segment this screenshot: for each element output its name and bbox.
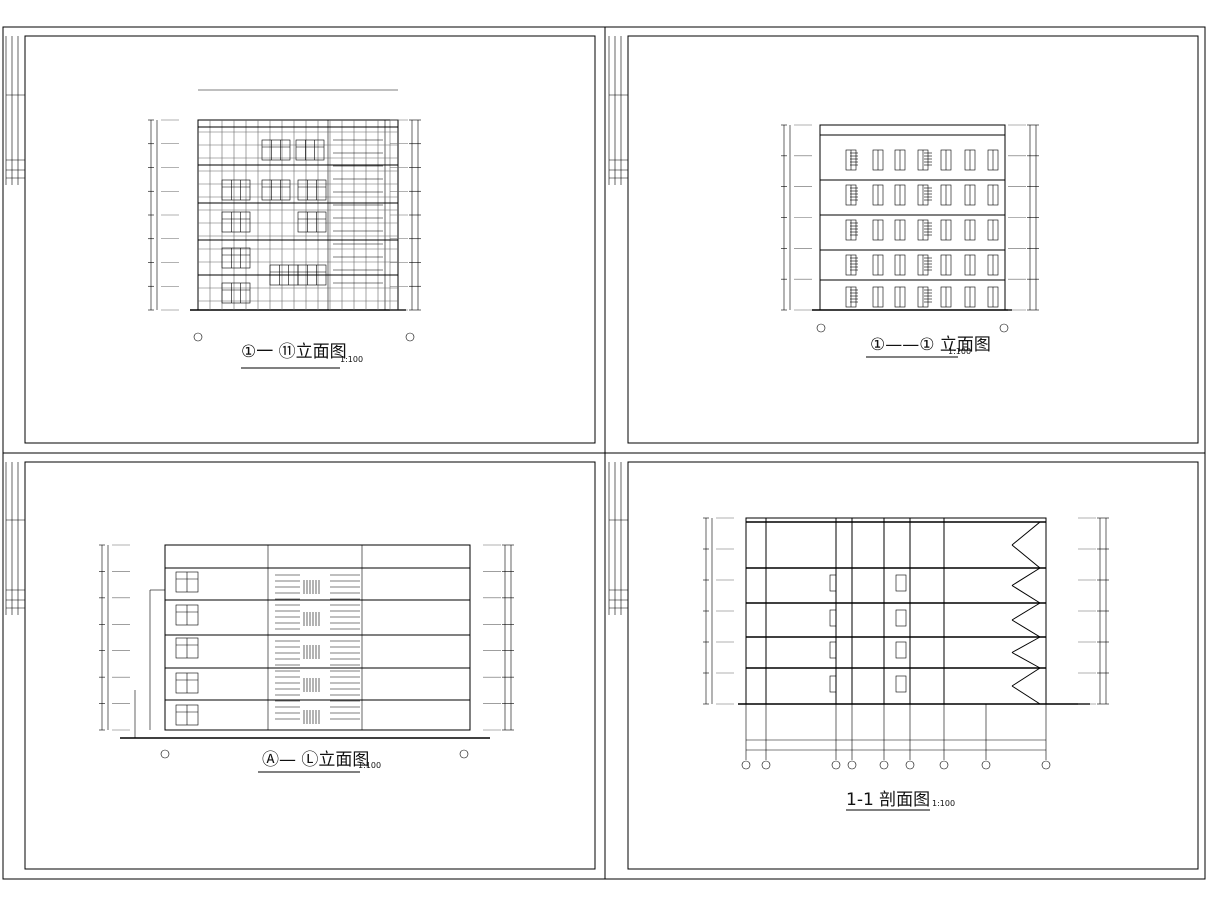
panel-front-elevation: ①一 ⑪立面图 1:100: [5, 35, 596, 444]
stair-flight: [1011, 544, 1041, 569]
door-opening: [829, 609, 837, 627]
window: [297, 179, 327, 201]
floor-lines: [134, 567, 470, 738]
sheet-scale: 1:100: [932, 799, 955, 808]
door-opening: [895, 641, 907, 659]
door-opening: [829, 574, 837, 592]
axis-bubble: [905, 760, 915, 770]
panel-section: 1-1 剖面图 1:100: [608, 461, 1199, 870]
drawing-frame: [24, 461, 596, 870]
stair-flight: [1011, 585, 1041, 604]
window: [295, 139, 325, 161]
door-opening: [895, 609, 907, 627]
axis-bubble: [405, 332, 415, 342]
sheet-scale: 1:100: [340, 355, 363, 364]
axis-bubble: [981, 760, 991, 770]
sheet-scale: 1:100: [358, 761, 381, 770]
level-dimensions: [148, 119, 421, 311]
door-opening: [829, 641, 837, 659]
axis-bubble: [831, 760, 841, 770]
building-outline: [164, 544, 471, 731]
drawing-frame: [627, 461, 1199, 870]
title-block-strip: [608, 462, 628, 615]
stair-flight: [1011, 652, 1041, 669]
window: [261, 179, 291, 201]
window: [261, 139, 291, 161]
sheet-title: ①一 ⑪立面图: [241, 342, 347, 362]
window-group: [820, 134, 1005, 308]
window: [221, 282, 251, 304]
title-block-strip: [5, 462, 25, 615]
axis-bubble: [761, 760, 771, 770]
axis-bubble: [816, 323, 826, 333]
level-dimensions: [99, 544, 514, 731]
axis-bubble: [939, 760, 949, 770]
stair-flight: [1011, 521, 1041, 546]
window-group: [175, 571, 360, 726]
axis-bubble: [847, 760, 857, 770]
window: [221, 179, 251, 201]
window: [221, 247, 251, 269]
sheet-title: Ⓐ— Ⓛ立面图: [262, 750, 369, 770]
stair-flight: [1011, 667, 1041, 687]
door-opening: [829, 675, 837, 693]
window: [297, 211, 327, 233]
axis-bubble: [193, 332, 203, 342]
drawing-frame: [24, 35, 596, 444]
stair-flight: [1011, 636, 1041, 653]
drawing-frame: [627, 35, 1199, 444]
title-block-strip: [5, 36, 25, 185]
axis-bubble: [741, 760, 751, 770]
sheet-title: 1-1 剖面图: [846, 790, 930, 810]
level-dimensions: [781, 124, 1039, 311]
window: [221, 211, 251, 233]
door-opening: [895, 675, 907, 693]
title-block-strip: [608, 36, 628, 185]
section-structure: [745, 517, 1047, 705]
axis-bubble: [459, 749, 469, 759]
level-dimensions: [703, 517, 1109, 705]
axis-bubble: [1041, 760, 1051, 770]
panel-back-elevation: ①——① 立面图 1:100: [608, 35, 1199, 444]
sheet-scale: 1:100: [948, 347, 971, 356]
building-outline: [819, 124, 1006, 311]
axis-grid: [741, 704, 1051, 770]
axis-bubble: [160, 749, 170, 759]
stair-flight: [1011, 619, 1041, 638]
window: [297, 264, 327, 286]
axis-bubble: [879, 760, 889, 770]
stair-flight: [1011, 602, 1041, 621]
stair-flight: [1011, 685, 1041, 705]
stair-flight: [1011, 567, 1041, 586]
panel-side-elevation: Ⓐ— Ⓛ立面图 1:100: [5, 461, 596, 870]
window-group: [221, 139, 383, 304]
door-opening: [895, 574, 907, 592]
axis-bubble: [999, 323, 1009, 333]
sheet-title: ①——① 立面图: [870, 335, 991, 355]
